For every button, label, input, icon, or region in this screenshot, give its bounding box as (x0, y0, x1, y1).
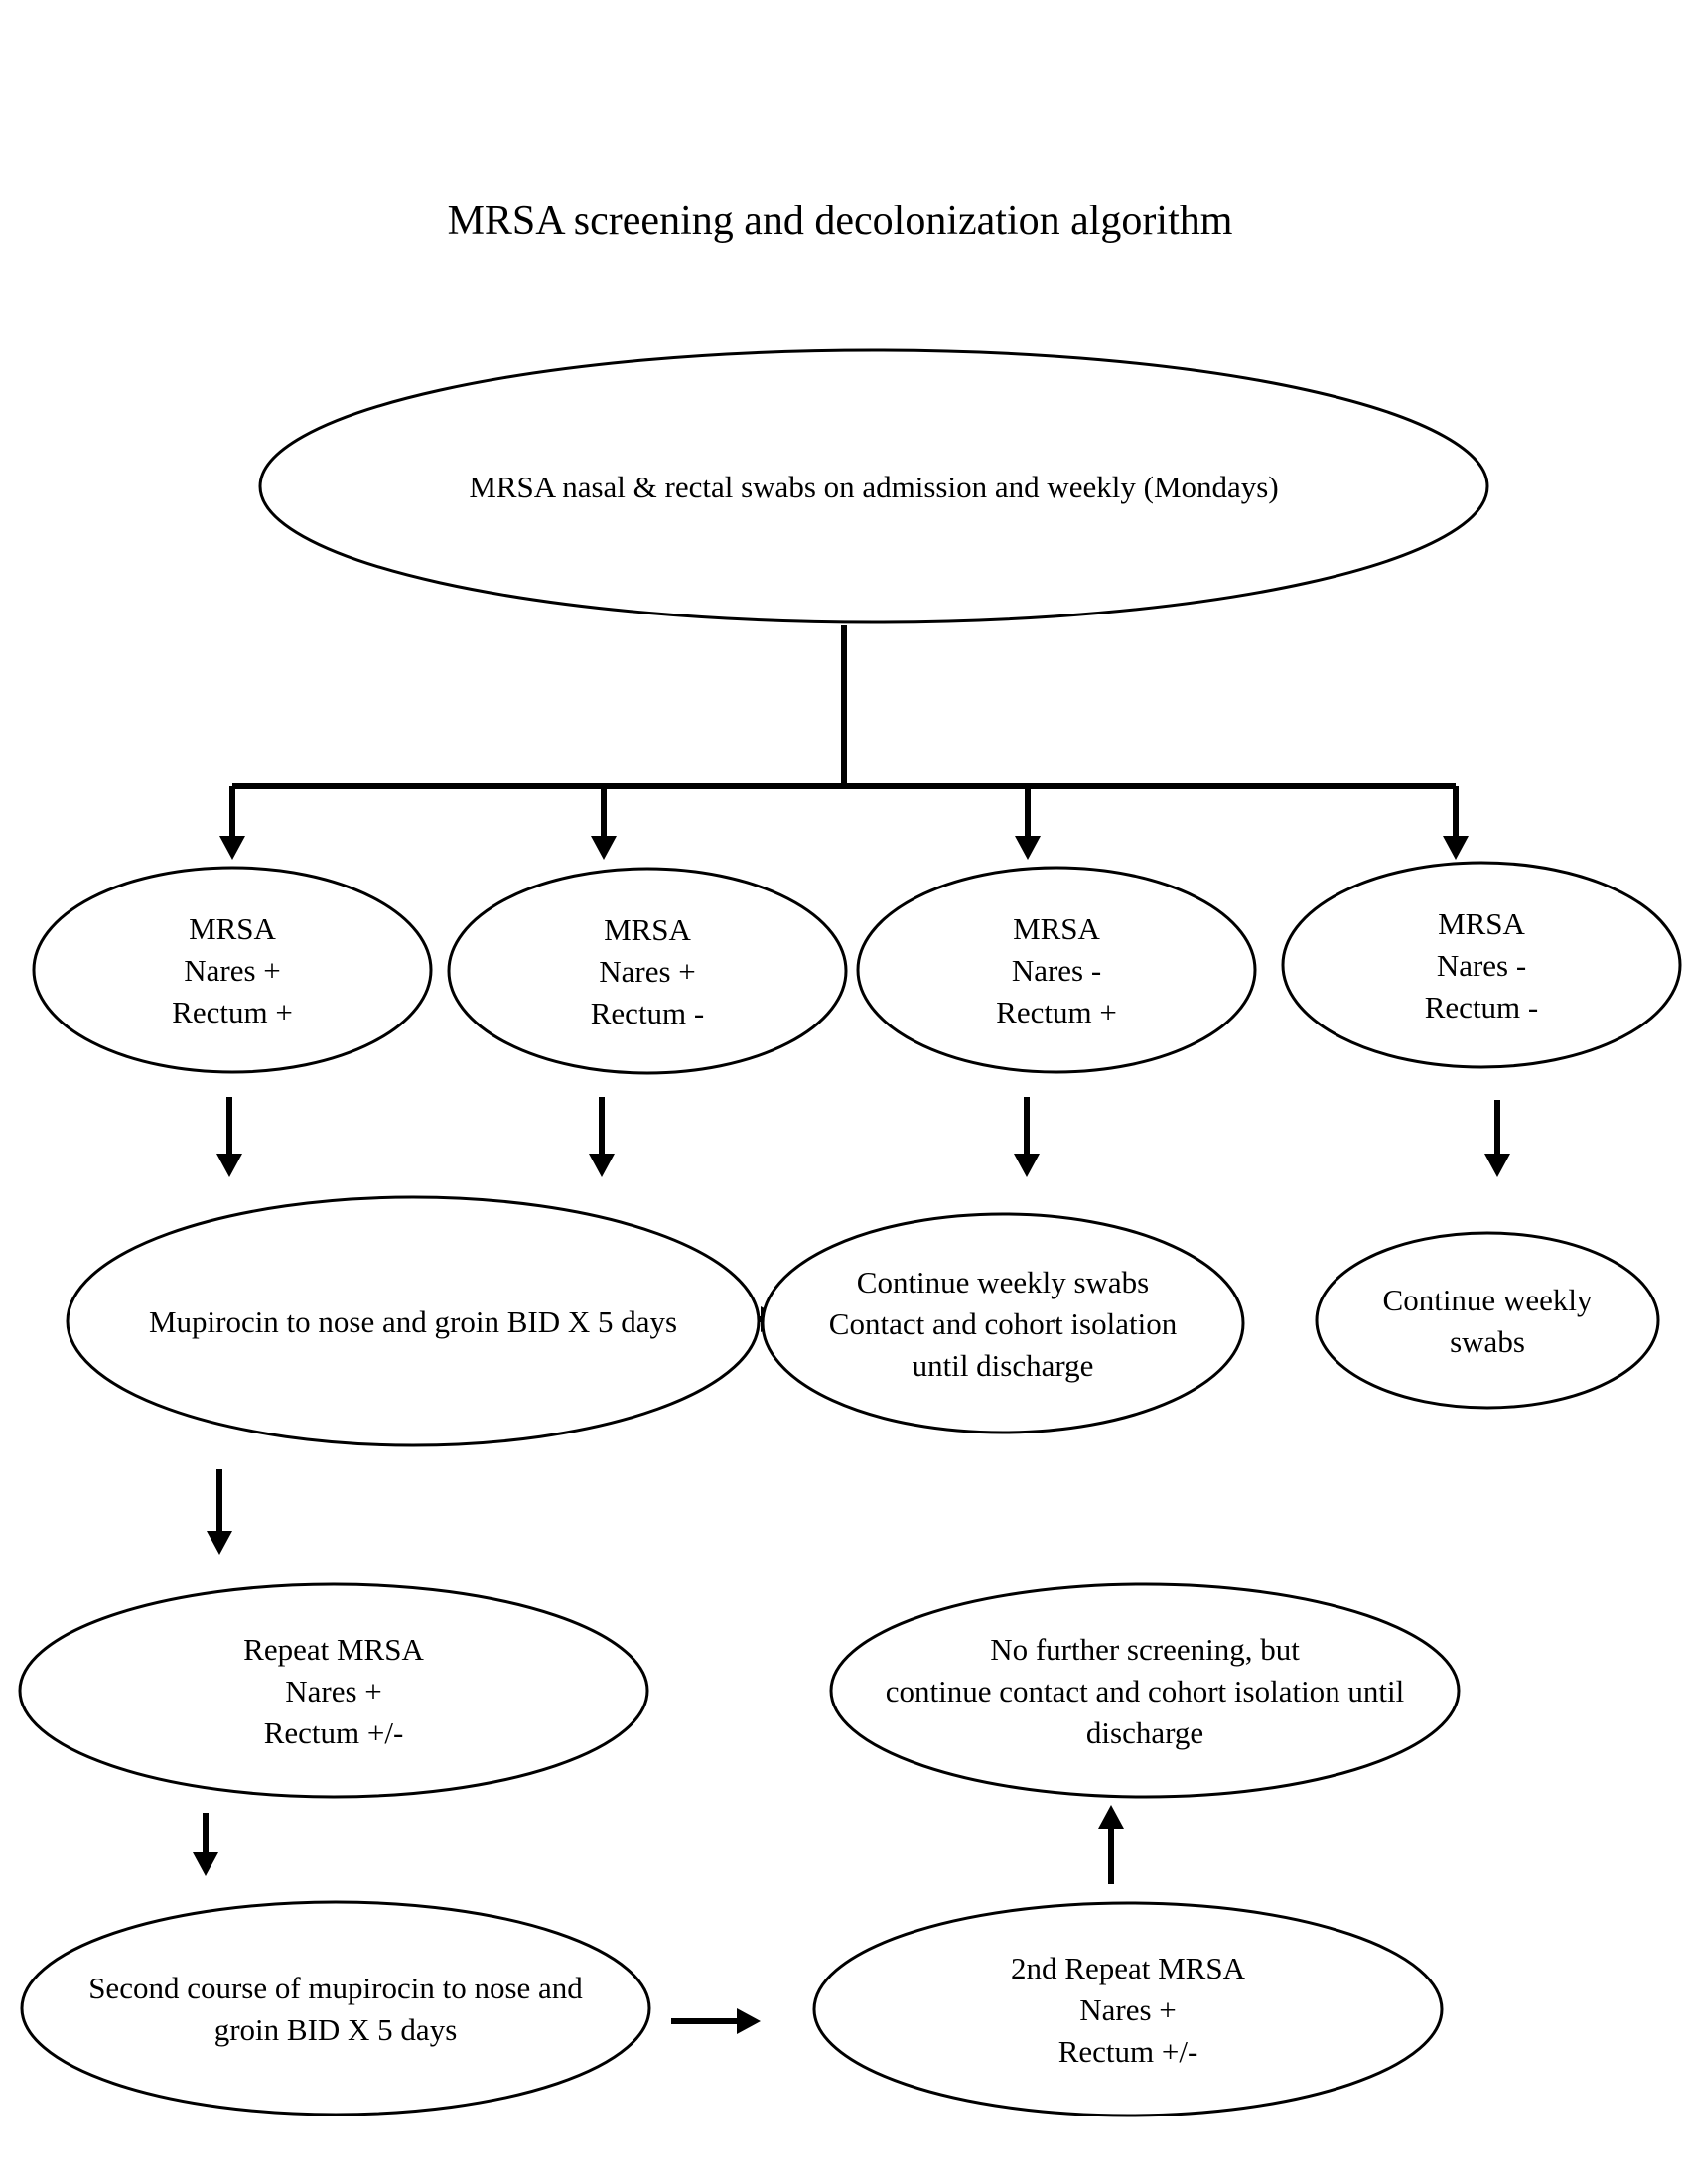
node-no-further-screening: No further screening, but continue contac… (829, 1582, 1461, 1799)
node-label-line: Rectum + (172, 995, 293, 1029)
node-nares-neg-rectum-neg: MRSA Nares - Rectum - (1281, 861, 1682, 1069)
arrow-head (737, 2008, 761, 2034)
arrow-head (216, 1154, 242, 1177)
arrow-result-4-to-swabs (1484, 1100, 1510, 1177)
node-second-mupirocin-course: Second course of mupirocin to nose and gr… (20, 1900, 651, 2116)
node-label-line: MRSA (604, 912, 691, 947)
node-label-line: discharge (1086, 1715, 1203, 1750)
arrow-to-result-2 (591, 786, 617, 860)
arrow-to-result-1 (219, 786, 245, 860)
arrow-result-2-to-mupirocin (589, 1097, 615, 1177)
node-ellipse (856, 866, 1257, 1074)
arrow-head (591, 836, 617, 860)
arrow-result-3-to-isolation (1014, 1097, 1040, 1177)
node-label-line: MRSA (189, 911, 276, 946)
node-label-line: continue contact and cohort isolation un… (886, 1674, 1405, 1708)
node-label-line: Nares + (285, 1674, 382, 1708)
node-label-line: Contact and cohort isolation (829, 1306, 1178, 1341)
node-label-line: Nares + (599, 954, 696, 989)
node-nares-pos-rectum-neg: MRSA Nares + Rectum - (447, 867, 848, 1075)
node-ellipse (20, 1900, 651, 2116)
arrow-second-course-to-second-repeat (671, 2008, 761, 2034)
arrow-head (207, 1531, 232, 1555)
arrow-to-result-3 (1015, 786, 1041, 860)
node-label-line: Nares - (1012, 953, 1101, 988)
node-ellipse (32, 866, 433, 1074)
node-second-repeat-mrsa: 2nd Repeat MRSA Nares + Rectum +/- (812, 1901, 1444, 2117)
node-admission-swabs: MRSA nasal & rectal swabs on admission a… (258, 348, 1489, 624)
node-label-line: Continue weekly swabs (857, 1265, 1149, 1299)
node-ellipse (829, 1582, 1461, 1799)
node-ellipse (66, 1195, 761, 1447)
node-label-line: Rectum - (591, 996, 705, 1030)
arrow-repeat-to-second-course (193, 1813, 218, 1876)
node-label-line: until discharge (913, 1348, 1094, 1383)
node-label-line: Rectum + (996, 995, 1117, 1029)
node-label-line: 2nd Repeat MRSA (1011, 1951, 1246, 1985)
node-label-line: Nares + (184, 953, 281, 988)
node-ellipse (761, 1212, 1245, 1434)
node-label-line: MRSA nasal & rectal swabs on admission a… (469, 470, 1278, 504)
node-ellipse (1315, 1231, 1660, 1410)
node-label-line: Rectum - (1425, 990, 1539, 1024)
arrow-head (1443, 836, 1469, 860)
arrow-head (1015, 836, 1041, 860)
arrow-result-1-to-mupirocin (216, 1097, 242, 1177)
node-label-line: MRSA (1013, 911, 1100, 946)
arrow-mupirocin-to-repeat (207, 1469, 232, 1555)
arrow-head (589, 1154, 615, 1177)
node-continue-weekly-swabs: Continue weekly swabs (1315, 1231, 1660, 1410)
arrow-second-repeat-to-no-further (1098, 1805, 1124, 1884)
node-label-line: Rectum +/- (264, 1715, 404, 1750)
node-ellipse (447, 867, 848, 1075)
arrow-head (1484, 1154, 1510, 1177)
node-label-line: swabs (1450, 1324, 1525, 1359)
node-ellipse (812, 1901, 1444, 2117)
diagram-title: MRSA screening and decolonization algori… (448, 199, 1233, 244)
node-label-line: Rectum +/- (1058, 2034, 1198, 2069)
node-nares-pos-rectum-pos: MRSA Nares + Rectum + (32, 866, 433, 1074)
node-label-line: Repeat MRSA (243, 1632, 424, 1667)
arrow-head (1014, 1154, 1040, 1177)
node-nares-neg-rectum-pos: MRSA Nares - Rectum + (856, 866, 1257, 1074)
arrow-head (1098, 1805, 1124, 1829)
node-label-line: No further screening, but (990, 1632, 1300, 1667)
node-ellipse (258, 348, 1489, 624)
node-label-line: Nares + (1079, 1992, 1177, 2027)
node-label-line: Nares - (1437, 948, 1526, 983)
nodes: MRSA nasal & rectal swabs on admission a… (18, 348, 1682, 2117)
node-mupirocin-course: Mupirocin to nose and groin BID X 5 days (66, 1195, 761, 1447)
node-label-line: groin BID X 5 days (214, 2012, 458, 2047)
node-label-line: MRSA (1438, 906, 1525, 941)
arrow-head (219, 836, 245, 860)
node-label-line: Second course of mupirocin to nose and (88, 1971, 583, 2005)
node-label-line: Mupirocin to nose and groin BID X 5 days (149, 1304, 677, 1339)
node-ellipse (1281, 861, 1682, 1069)
arrow-to-result-4 (1443, 786, 1469, 860)
arrow-head (193, 1852, 218, 1876)
node-repeat-mrsa: Repeat MRSA Nares + Rectum +/- (18, 1582, 649, 1799)
branch-connector (232, 625, 1456, 789)
node-label-line: Continue weekly (1383, 1283, 1593, 1317)
node-ellipse (18, 1582, 649, 1799)
